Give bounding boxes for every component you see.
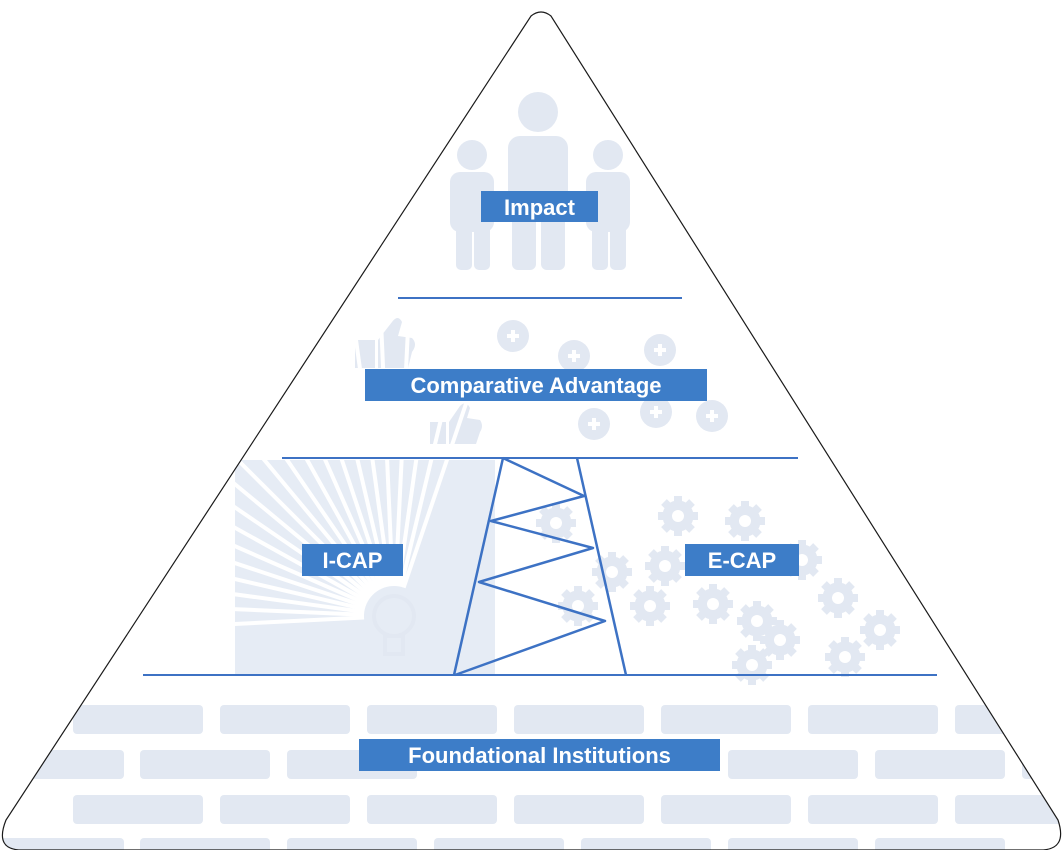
- impact-label: Impact: [504, 195, 576, 220]
- comparative-advantage-label: Comparative Advantage: [410, 373, 661, 398]
- gears-icon: [536, 496, 900, 685]
- sunburst-ray: [401, 312, 499, 589]
- brick-wall-icon: [2, 705, 1061, 850]
- e-cap-label: E-CAP: [708, 548, 776, 573]
- level-label-i-cap: I-CAP: [302, 544, 403, 576]
- sunburst-ray: [393, 296, 412, 587]
- foundational-institutions-label: Foundational Institutions: [408, 743, 671, 768]
- level-label-e-cap: E-CAP: [685, 544, 799, 576]
- level-dividers: [143, 297, 937, 676]
- sunburst-ray: [377, 296, 395, 587]
- level-label-foundational-institutions: Foundational Institutions: [359, 739, 720, 771]
- i-cap-label: I-CAP: [323, 548, 383, 573]
- sunburst-ray: [348, 298, 392, 587]
- people-icon: [450, 92, 630, 270]
- level-label-comparative-advantage: Comparative Advantage: [365, 369, 707, 401]
- level-label-impact: Impact: [481, 191, 598, 222]
- sunburst-ray: [319, 303, 390, 588]
- sunburst-ray: [399, 304, 471, 588]
- pyramid-outline: [1, 11, 1062, 850]
- sunburst-ray: [396, 298, 442, 587]
- tower-icon: [452, 456, 628, 677]
